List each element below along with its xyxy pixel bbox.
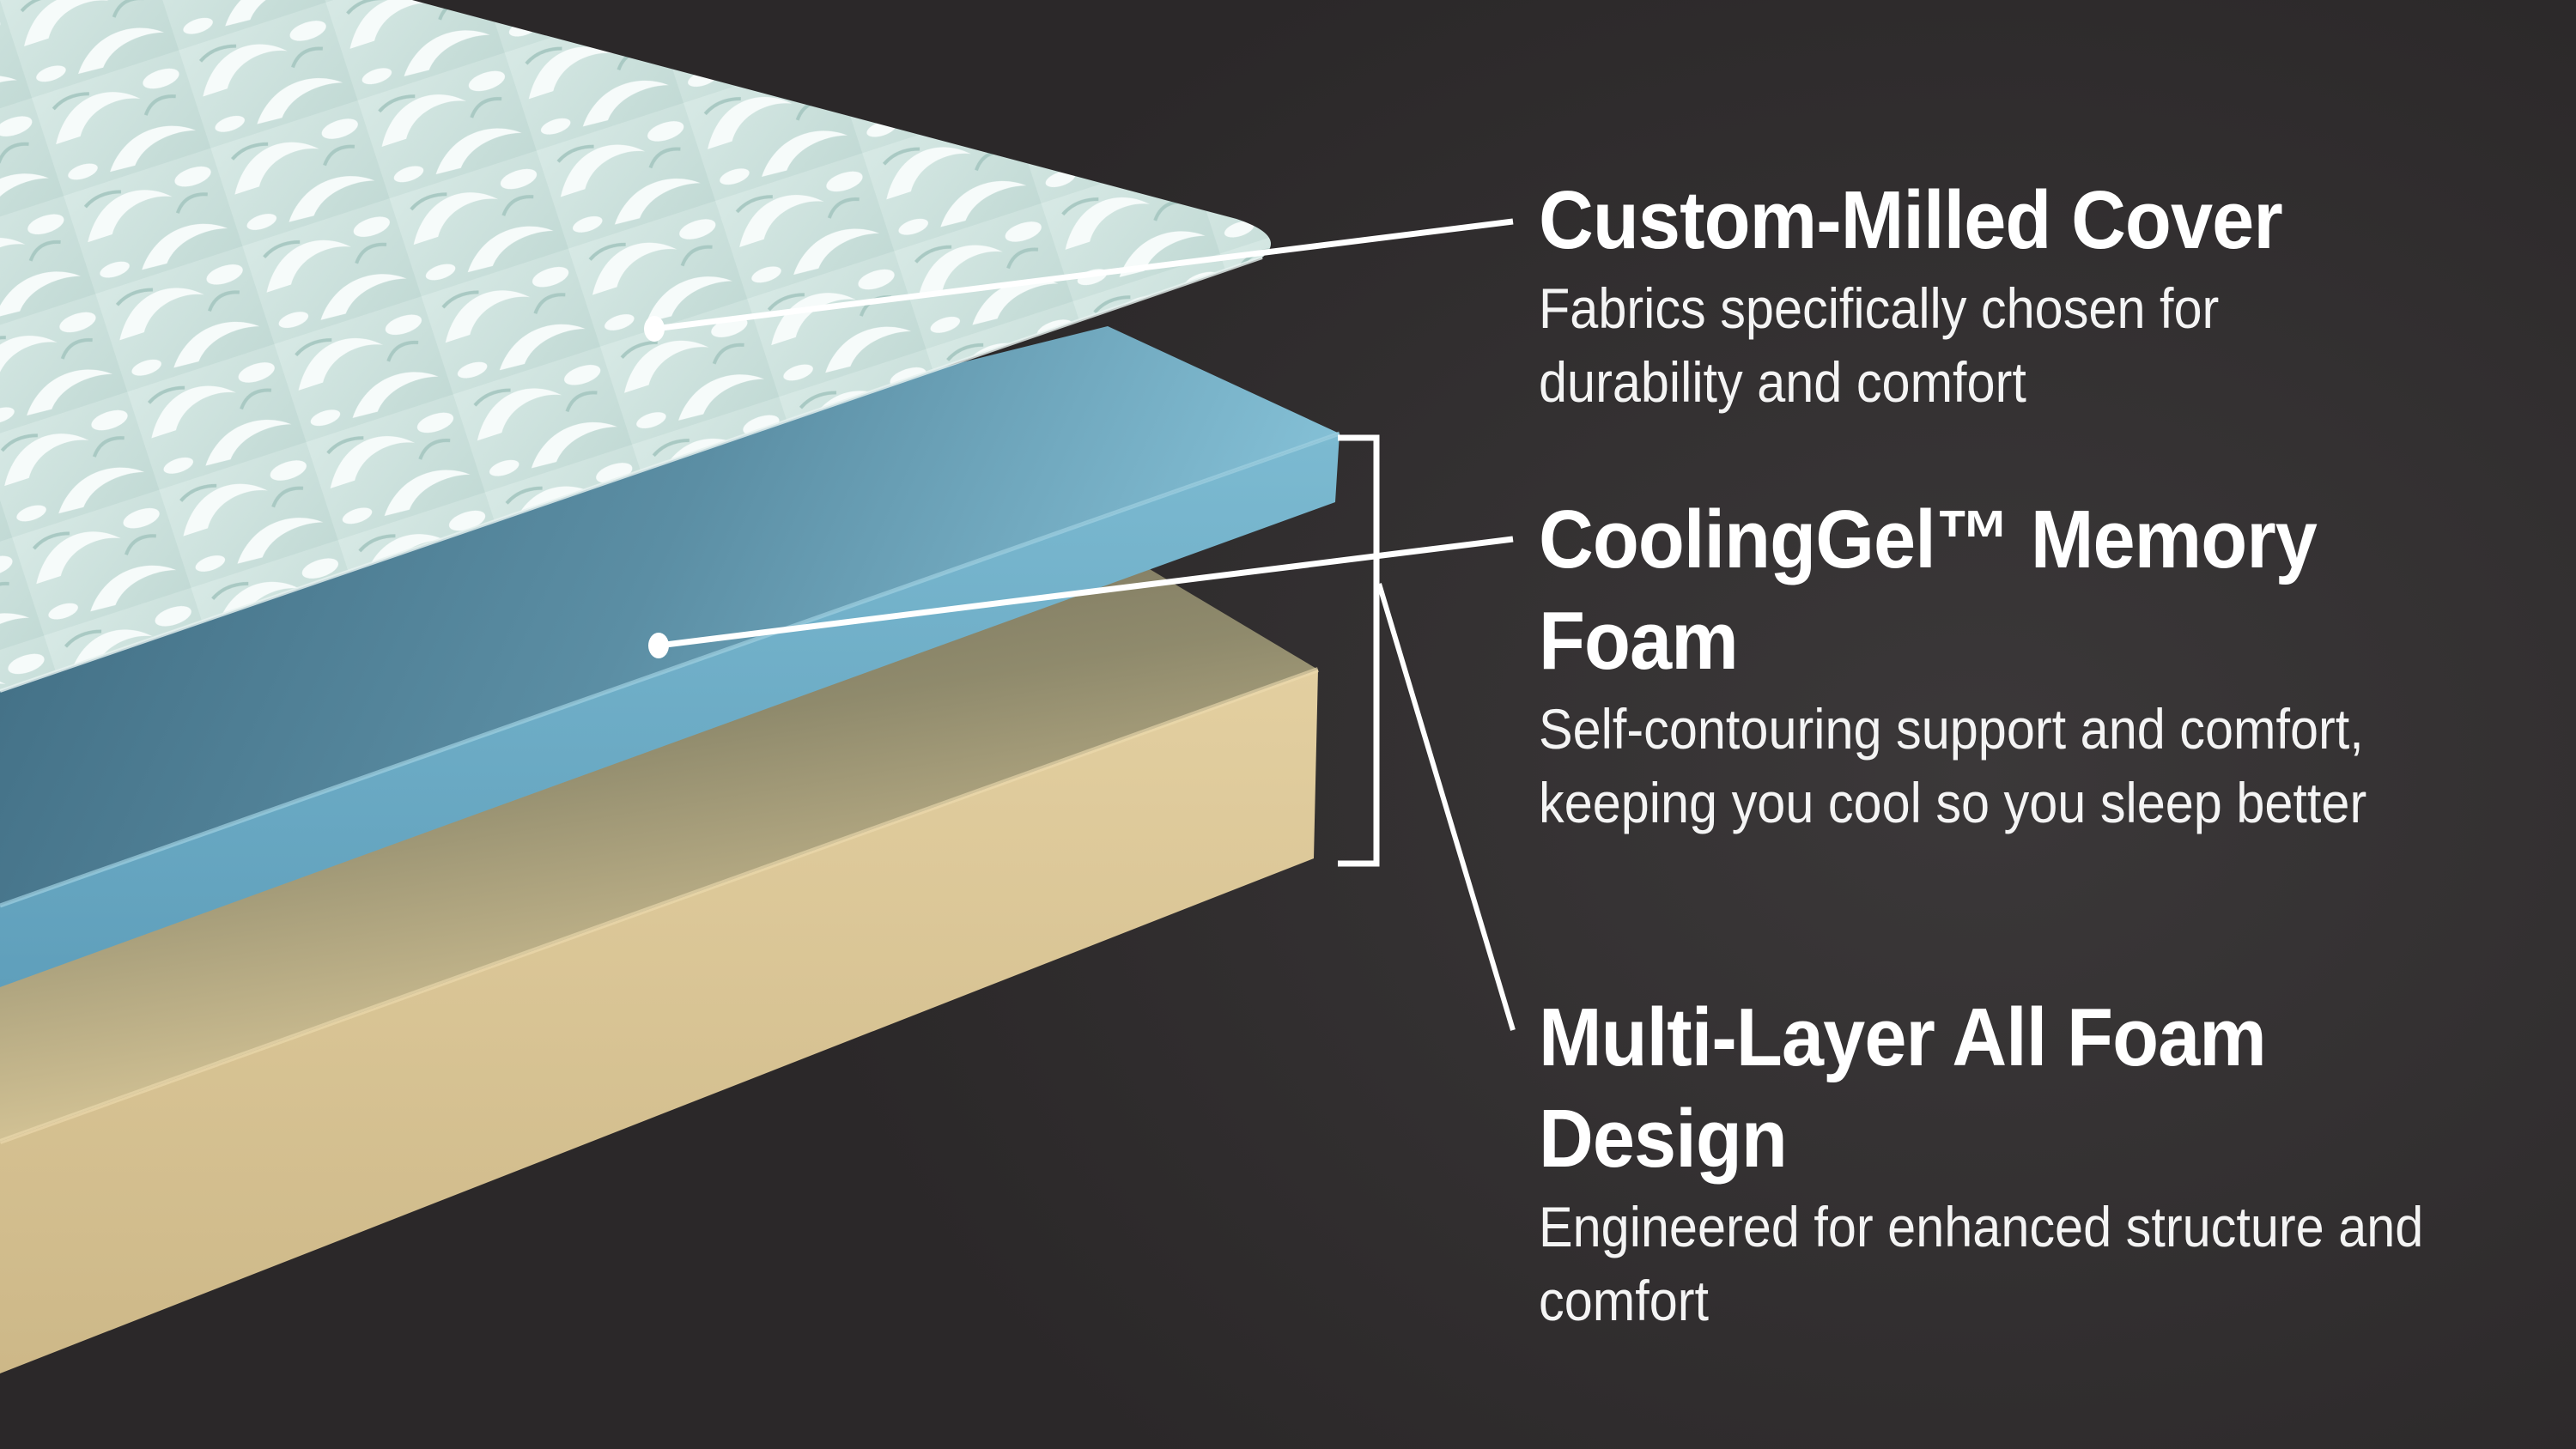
foam-callout-line [1376, 583, 1516, 1031]
callout-title: Custom-Milled Cover [1539, 174, 2283, 266]
callout-multi-layer-all-foam-design: Multi-Layer All Foam Design Engineered f… [1539, 987, 2526, 1337]
callout-description: Engineered for enhanced structure and co… [1539, 1195, 2424, 1332]
cover-callout-line [644, 218, 1514, 342]
cover-callout-dot [644, 316, 665, 342]
callout-description: Self-contouring support and comfort, kee… [1539, 697, 2367, 834]
callout-custom-milled-cover: Custom-Milled Cover Fabrics specifically… [1539, 170, 2526, 419]
foam-base-layer [0, 524, 1320, 1373]
layers-bracket [1338, 434, 1380, 867]
gel-memory-foam-layer [0, 326, 1340, 987]
gel-callout-line [648, 536, 1514, 658]
callout-title: Multi-Layer All Foam Design [1539, 991, 2267, 1185]
callout-coolinggel-memory-foam: CoolingGel™ Memory Foam Self-contouring … [1539, 489, 2526, 840]
gel-callout-dot [648, 633, 669, 658]
custom-milled-cover-layer [0, 0, 1271, 693]
callout-title: CoolingGel™ Memory Foam [1539, 494, 2318, 687]
callout-description: Fabrics specifically chosen for durabili… [1539, 276, 2220, 414]
